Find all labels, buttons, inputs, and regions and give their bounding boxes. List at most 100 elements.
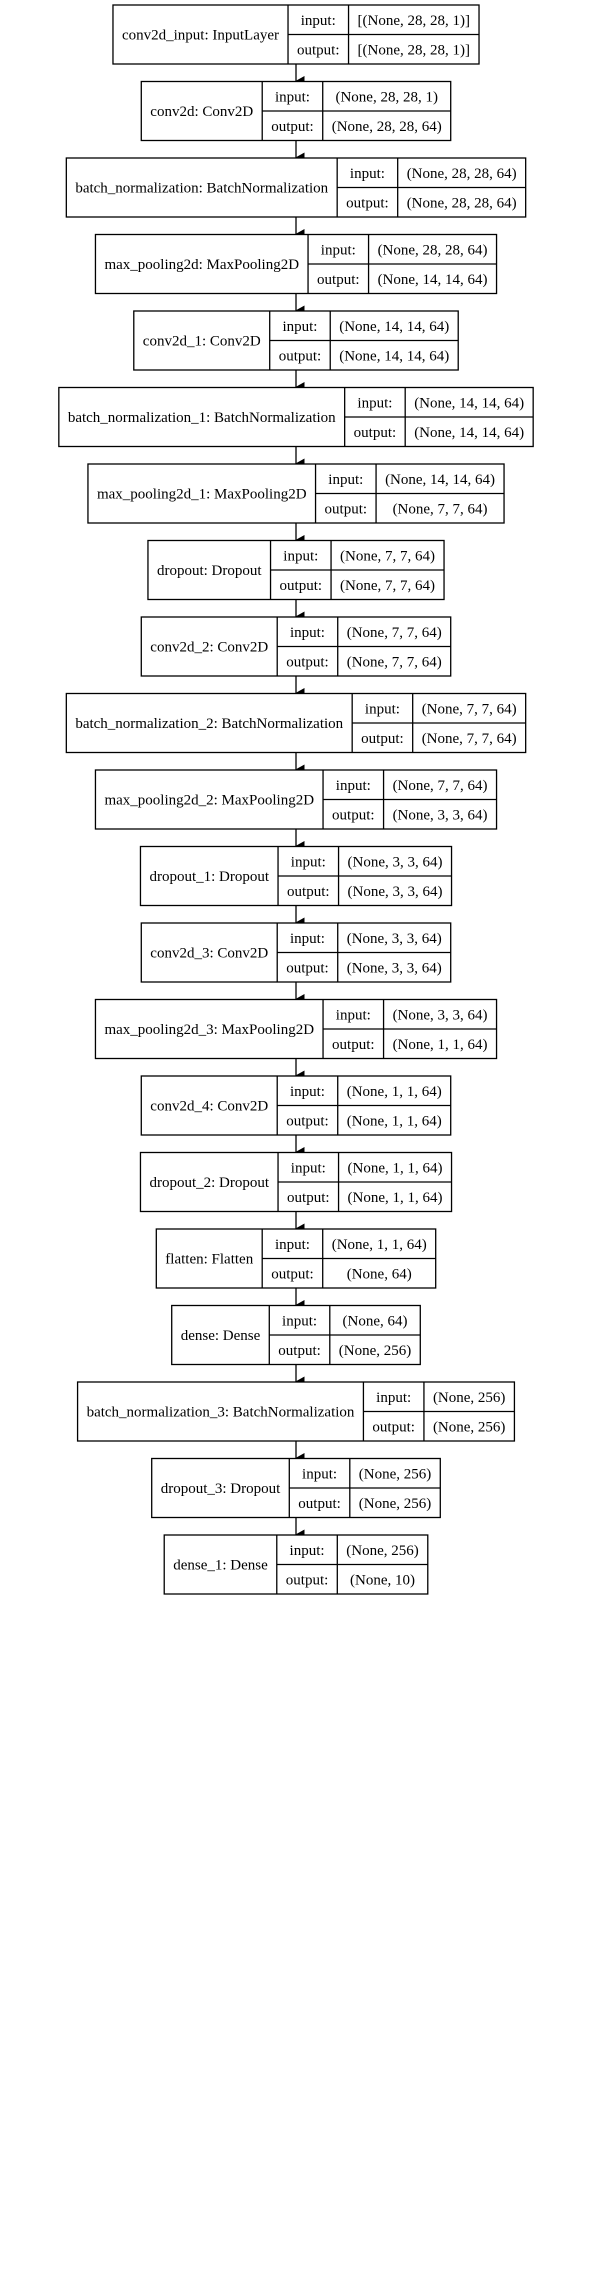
input-shape: (None, 7, 7, 64): [340, 548, 435, 564]
input-shape: (None, 7, 7, 64): [422, 701, 517, 717]
output-shape: (None, 256): [433, 1419, 505, 1435]
layer-name: conv2d_1: Conv2D: [143, 334, 261, 350]
output-label: output:: [317, 272, 360, 288]
output-shape: (None, 7, 7, 64): [393, 501, 488, 517]
input-shape: (None, 28, 28, 64): [378, 242, 488, 258]
output-label: output:: [286, 960, 329, 976]
output-shape: (None, 256): [339, 1343, 411, 1359]
layer-name: dropout_1: Dropout: [149, 869, 269, 885]
layer-name: dense_1: Dense: [173, 1558, 268, 1574]
output-label: output:: [286, 654, 329, 670]
input-shape: (None, 256): [346, 1543, 418, 1559]
output-label: output:: [332, 807, 375, 823]
input-label: input:: [350, 166, 385, 182]
layer-name: dropout_2: Dropout: [149, 1175, 269, 1191]
output-shape: (None, 14, 14, 64): [339, 348, 449, 364]
layer-name: batch_normalization_1: BatchNormalizatio…: [68, 410, 336, 426]
input-label: input:: [328, 472, 363, 488]
input-shape: (None, 14, 14, 64): [339, 319, 449, 335]
input-label: input:: [321, 242, 356, 258]
layer-name: conv2d_3: Conv2D: [150, 946, 268, 962]
input-label: input:: [291, 1160, 326, 1176]
output-shape: (None, 3, 3, 64): [348, 884, 443, 900]
input-label: input:: [336, 778, 371, 794]
layer-name: batch_normalization_3: BatchNormalizatio…: [87, 1405, 355, 1421]
input-label: input:: [282, 319, 317, 335]
output-label: output:: [354, 425, 397, 441]
layer-nodes: conv2d_input: InputLayerinput:output:[(N…: [58, 4, 534, 1595]
layer-name: max_pooling2d_2: MaxPooling2D: [104, 793, 314, 809]
input-shape: (None, 1, 1, 64): [332, 1237, 427, 1253]
output-shape: (None, 1, 1, 64): [348, 1190, 443, 1206]
input-label: input:: [290, 1084, 325, 1100]
output-label: output:: [287, 884, 330, 900]
output-shape: (None, 28, 28, 64): [332, 119, 442, 135]
output-shape: (None, 3, 3, 64): [393, 807, 488, 823]
output-shape: (None, 256): [359, 1496, 431, 1512]
input-label: input:: [283, 548, 318, 564]
layer-node: conv2d_input: InputLayerinput:output:[(N…: [112, 4, 480, 65]
output-label: output:: [346, 195, 389, 211]
layer-node: max_pooling2d_2: MaxPooling2D input: outpu…: [94, 769, 498, 830]
layer-name: dropout: Dropout: [157, 563, 262, 579]
layer-node: batch_normalization: BatchNormalizationi…: [65, 157, 527, 218]
input-label: input:: [282, 1313, 317, 1329]
layer-node: batch_normalization_2: BatchNormalizatio…: [65, 692, 527, 754]
layer-node: batch_normalization_3: BatchNormalizatio…: [76, 1381, 516, 1442]
output-shape: (None, 28, 28, 64): [407, 195, 517, 211]
input-label: input:: [275, 1237, 310, 1253]
input-shape: (None, 1, 1, 64): [348, 1160, 443, 1176]
output-label: output:: [286, 1113, 329, 1129]
output-label: output:: [280, 578, 323, 594]
input-label: input:: [302, 1466, 337, 1482]
output-label: output:: [361, 731, 404, 747]
output-shape: (None, 14, 14, 64): [378, 272, 488, 288]
input-label: input:: [365, 701, 400, 717]
input-label: input:: [290, 1543, 325, 1559]
layer-node: dropout: Dropout input: output: (None, 7, 7…: [147, 539, 445, 601]
layer-name: max_pooling2d_3: MaxPooling2D: [104, 1022, 314, 1038]
input-shape: (None, 1, 1, 64): [347, 1084, 442, 1100]
layer-name: dense: Dense: [181, 1328, 261, 1344]
input-shape: (None, 3, 3, 64): [348, 854, 443, 870]
output-label: output:: [271, 119, 314, 135]
layer-box: [94, 998, 498, 1060]
input-shape: (None, 28, 28, 64): [407, 166, 517, 182]
input-label: input:: [336, 1007, 371, 1023]
input-label: input:: [376, 1390, 411, 1406]
output-shape: (None, 7, 7, 64): [340, 578, 435, 594]
output-shape: (None, 1, 1, 64): [393, 1037, 488, 1053]
output-label: output:: [287, 1190, 330, 1206]
input-shape: (None, 14, 14, 64): [414, 395, 524, 411]
layer-node: max_pooling2d: MaxPooling2D input: output:…: [94, 233, 498, 295]
layer-name: conv2d_4: Conv2D: [150, 1099, 268, 1115]
output-shape: (None, 10): [350, 1572, 415, 1588]
output-label: output:: [279, 348, 322, 364]
output-shape: [(None, 28, 28, 1)]: [358, 42, 470, 58]
layer-node: max_pooling2d_1: MaxPooling2Dinput:outpu…: [87, 463, 505, 524]
output-label: output:: [372, 1419, 415, 1435]
layer-node: batch_normalization_1: BatchNormalizatio…: [58, 386, 534, 448]
layer-node: dropout_1: Dropout input: output: (None, 3,…: [139, 845, 453, 907]
layer-name: max_pooling2d_1: MaxPooling2D: [97, 487, 307, 503]
input-shape: (None, 28, 28, 1): [335, 89, 437, 105]
input-label: input:: [291, 854, 326, 870]
output-label: output:: [298, 1496, 341, 1512]
output-shape: (None, 7, 7, 64): [422, 731, 517, 747]
output-shape: (None, 7, 7, 64): [347, 654, 442, 670]
input-shape: (None, 3, 3, 64): [393, 1007, 488, 1023]
layer-node: dropout_2: Dropout input: output: (None, 1,…: [139, 1151, 453, 1213]
input-label: input:: [275, 89, 310, 105]
output-shape: (None, 14, 14, 64): [414, 425, 524, 441]
layer-node: conv2d_4: Conv2D input: output: (None, 1, 1…: [140, 1075, 452, 1136]
output-label: output:: [332, 1037, 375, 1053]
layer-name: max_pooling2d: MaxPooling2D: [104, 257, 299, 273]
output-label: output:: [271, 1266, 314, 1282]
